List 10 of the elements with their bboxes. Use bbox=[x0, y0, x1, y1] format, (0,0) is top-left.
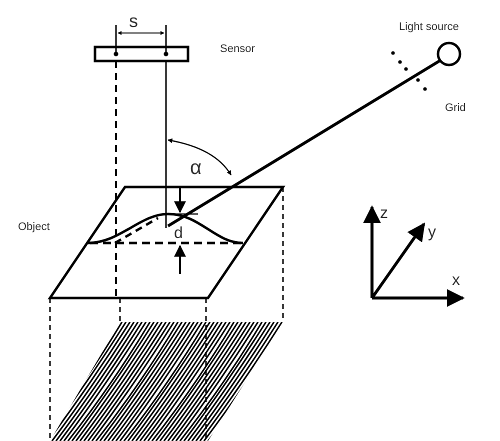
axis-label: x bbox=[452, 273, 460, 289]
part-label: Grid bbox=[445, 103, 466, 114]
part-label: Light source bbox=[399, 22, 459, 33]
dimension-label: d bbox=[174, 226, 183, 242]
angle-label: α bbox=[190, 158, 202, 178]
part-label: Sensor bbox=[220, 44, 255, 55]
axis-label: z bbox=[380, 206, 388, 222]
axis-label: y bbox=[428, 225, 436, 241]
part-label: Object bbox=[18, 222, 50, 233]
dimension-label: s bbox=[129, 12, 138, 30]
